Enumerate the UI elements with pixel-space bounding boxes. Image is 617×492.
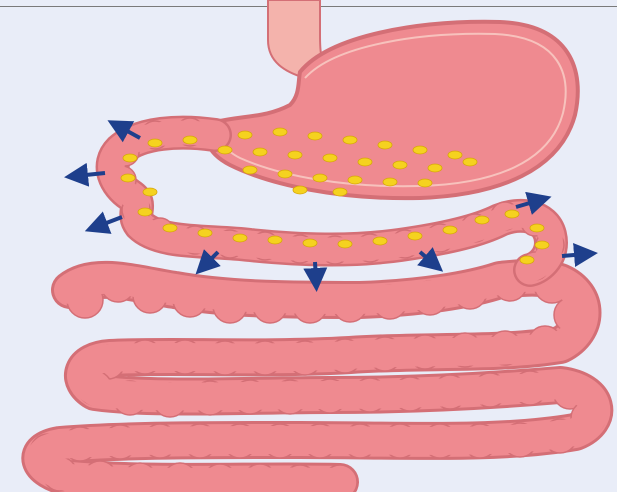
absorption-arrow-icon <box>96 217 122 227</box>
nutrient-particle-icon <box>463 158 477 166</box>
nutrient-particle-icon <box>123 154 137 162</box>
nutrient-particle-icon <box>268 236 282 244</box>
nutrient-particle-icon <box>323 154 337 162</box>
nutrient-particle-icon <box>428 164 442 172</box>
nutrient-particle-icon <box>183 136 197 144</box>
nutrient-particle-icon <box>303 239 317 247</box>
nutrient-particle-icon <box>233 234 247 242</box>
nutrient-particle-icon <box>148 139 162 147</box>
nutrient-particle-icon <box>530 224 544 232</box>
nutrient-particle-icon <box>475 216 489 224</box>
nutrient-particle-icon <box>448 151 462 159</box>
nutrient-particle-icon <box>393 161 407 169</box>
nutrient-particle-icon <box>348 176 362 184</box>
nutrient-particle-icon <box>378 141 392 149</box>
nutrient-particle-icon <box>343 136 357 144</box>
nutrient-particle-icon <box>338 240 352 248</box>
nutrient-particle-icon <box>308 132 322 140</box>
nutrient-particle-icon <box>383 178 397 186</box>
absorption-arrow-icon <box>315 262 316 280</box>
nutrient-particle-icon <box>121 174 135 182</box>
nutrient-particle-icon <box>143 188 157 196</box>
nutrient-particle-icon <box>418 179 432 187</box>
nutrient-particle-icon <box>535 241 549 249</box>
nutrient-particle-icon <box>243 166 257 174</box>
nutrient-particle-icon <box>520 256 534 264</box>
absorption-arrow-icon <box>562 254 586 256</box>
nutrient-particle-icon <box>138 208 152 216</box>
nutrient-particle-icon <box>218 146 232 154</box>
nutrient-particle-icon <box>273 128 287 136</box>
nutrient-particle-icon <box>358 158 372 166</box>
nutrient-particle-icon <box>333 188 347 196</box>
nutrient-particle-icon <box>313 174 327 182</box>
nutrient-particle-icon <box>278 170 292 178</box>
nutrient-particle-icon <box>253 148 267 156</box>
nutrient-particle-icon <box>408 232 422 240</box>
nutrient-particle-icon <box>413 146 427 154</box>
nutrient-particle-icon <box>163 224 177 232</box>
nutrient-particle-icon <box>505 210 519 218</box>
nutrient-particle-icon <box>288 151 302 159</box>
nutrient-particle-icon <box>238 131 252 139</box>
nutrient-particle-icon <box>293 186 307 194</box>
nutrient-particle-icon <box>198 229 212 237</box>
large-intestine <box>30 267 605 492</box>
nutrient-particle-icon <box>373 237 387 245</box>
stomach <box>207 22 578 198</box>
nutrient-particle-icon <box>443 226 457 234</box>
